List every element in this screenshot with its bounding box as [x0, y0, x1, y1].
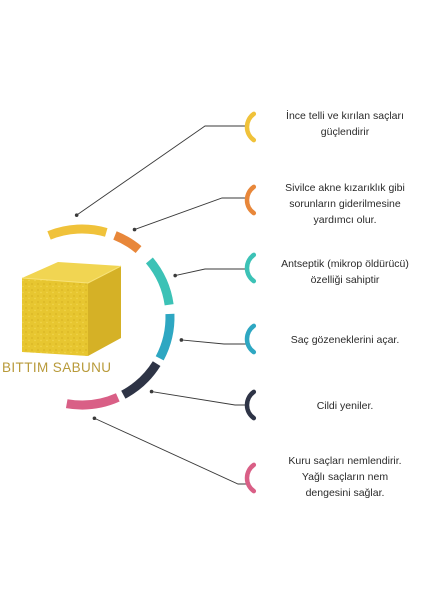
bracket-icon — [244, 111, 257, 143]
connector-dot — [149, 389, 154, 394]
benefit-caption: Antseptik (mikrop öldürücü) özelliği sah… — [281, 258, 409, 286]
benefit-arc-segment — [65, 393, 120, 410]
bracket-icon — [244, 389, 257, 421]
connector-line — [134, 197, 249, 230]
connector-dot — [173, 273, 177, 278]
bracket-icon — [244, 252, 257, 284]
connector-line — [175, 268, 249, 276]
benefit-arc-ring — [47, 224, 175, 410]
benefit-caption: Cildi yeniler. — [316, 400, 374, 412]
connector-line — [181, 339, 249, 345]
connector-line — [151, 391, 249, 406]
soap-bar-image — [21, 262, 122, 356]
connector-dot — [179, 338, 184, 342]
benefit-caption: Kuru saçları nemlendirir. Yağlı saçların… — [288, 455, 402, 499]
benefit-arc-segment — [121, 361, 161, 399]
connector-line — [94, 417, 249, 485]
bracket-icon — [244, 462, 257, 494]
benefit-arc-segment — [113, 231, 142, 254]
benefit-arc-segment — [155, 313, 175, 361]
benefit-arc-segment — [145, 257, 174, 306]
bracket-icon — [244, 323, 257, 355]
connector-lines — [74, 125, 249, 485]
product-name: BITTIM SABUNU — [2, 360, 112, 375]
connector-dot — [92, 416, 97, 421]
connector-line — [76, 125, 249, 216]
benefit-caption: İnce telli ve kırılan saçları güçlendiri… — [286, 110, 404, 138]
benefit-caption: Sivilce akne kızarıklık gibi sorunların … — [285, 182, 405, 226]
bracket-icon — [244, 184, 257, 216]
benefit-arc-segment — [47, 224, 108, 240]
connector-dot — [132, 227, 137, 232]
connector-dot — [74, 213, 79, 217]
benefit-bracket-icons — [244, 111, 257, 494]
benefit-caption: Saç gözeneklerini açar. — [290, 334, 400, 346]
